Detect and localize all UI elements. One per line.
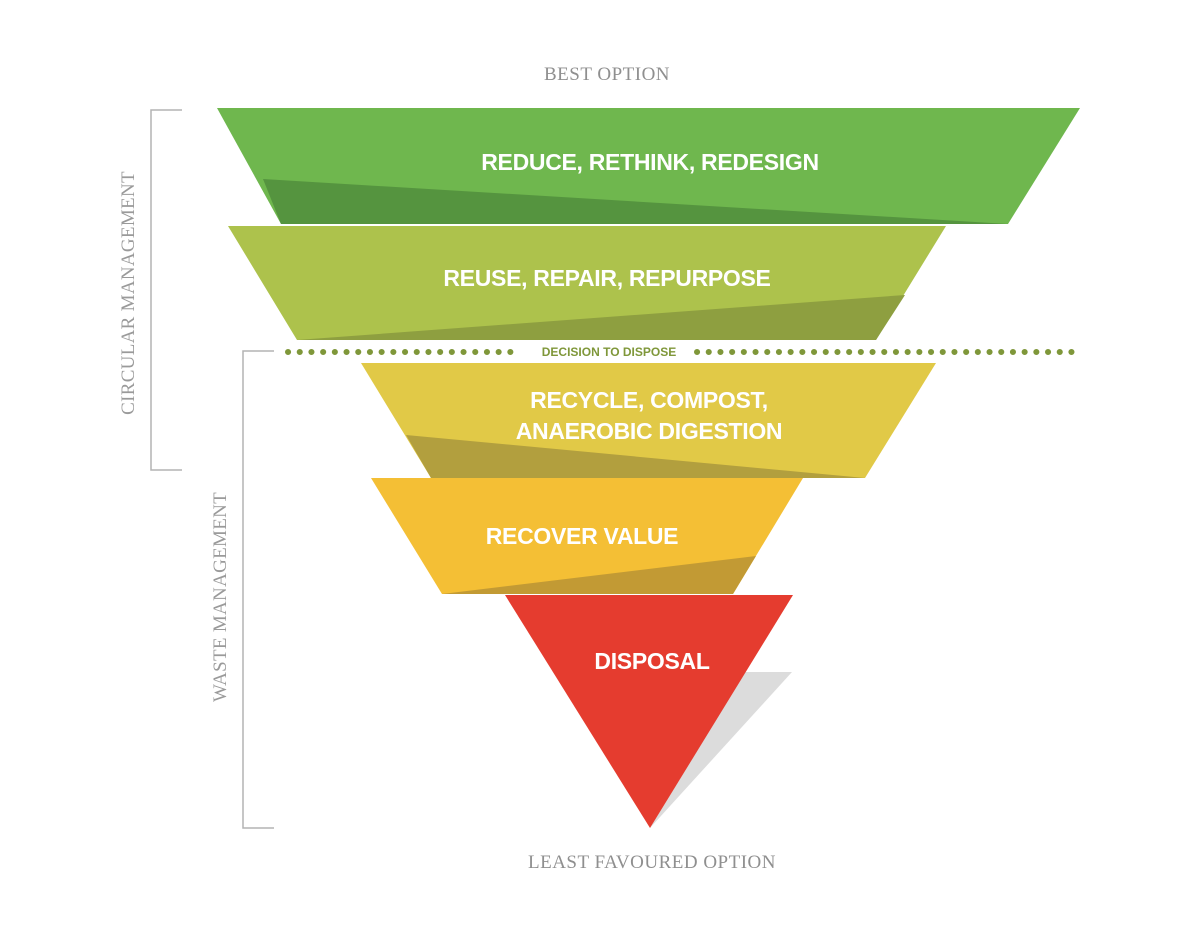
tier-recover-label: RECOVER VALUE [486, 523, 678, 549]
tier-recycle-label-line-2: ANAEROBIC DIGESTION [516, 418, 782, 444]
tier-reduce: REDUCE, RETHINK, REDESIGN [217, 108, 1080, 224]
tier-reuse-label: REUSE, REPAIR, REPURPOSE [443, 265, 770, 291]
circular-management-bracket: CIRCULAR MANAGEMENT [118, 109, 182, 471]
circular-management-label: CIRCULAR MANAGEMENT [118, 171, 139, 415]
tier-recover-shade [442, 556, 756, 594]
decision-divider: DECISION TO DISPOSE [285, 345, 1083, 359]
tier-recover: RECOVER VALUE [371, 478, 803, 594]
least-favoured-caption: LEAST FAVOURED OPTION [528, 852, 776, 873]
tier-reuse-shade [297, 295, 905, 340]
waste-management-label: WASTE MANAGEMENT [210, 492, 231, 702]
tier-disposal: DISPOSAL [505, 595, 793, 828]
circular-bracket-line [150, 109, 182, 471]
waste-management-bracket: WASTE MANAGEMENT [210, 350, 274, 829]
tier-reduce-shade [263, 179, 1008, 224]
best-option-caption: BEST OPTION [544, 64, 670, 85]
tier-reuse: REUSE, REPAIR, REPURPOSE [228, 226, 946, 340]
tier-disposal-shadow [650, 672, 792, 828]
tier-reduce-label: REDUCE, RETHINK, REDESIGN [481, 149, 819, 175]
divider-label: DECISION TO DISPOSE [542, 345, 676, 359]
tier-recycle-shade [406, 435, 865, 478]
tier-recycle-label-line-1: RECYCLE, COMPOST, [530, 387, 768, 413]
tier-recycle: RECYCLE, COMPOST, ANAEROBIC DIGESTION [361, 363, 936, 478]
tier-disposal-shape [505, 595, 793, 828]
tier-disposal-label: DISPOSAL [594, 648, 709, 674]
waste-bracket-line [242, 350, 274, 829]
